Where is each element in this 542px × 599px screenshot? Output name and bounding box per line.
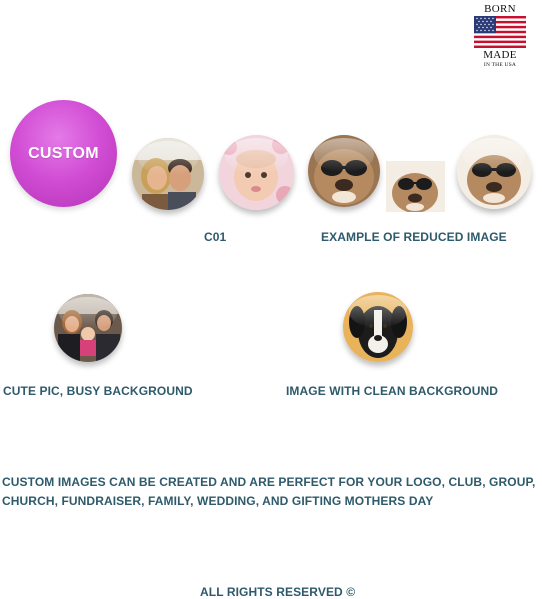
reduced-dog-image — [386, 161, 445, 212]
couple-photo-button — [132, 138, 204, 210]
reduced-dog-photo-button — [457, 135, 531, 209]
baby-photo-button — [219, 135, 294, 210]
family-photo-button — [54, 294, 122, 362]
caption-reduced-image: EXAMPLE OF REDUCED IMAGE — [321, 230, 507, 244]
caption-c01: C01 — [204, 230, 227, 244]
custom-button-sample: CUSTOM — [10, 100, 117, 207]
badge-born-text: BORN — [484, 3, 516, 15]
us-flag-icon — [474, 16, 526, 48]
caption-busy-background: CUTE PIC, BUSY BACKGROUND — [3, 384, 193, 398]
dog-sunglasses-photo-button — [308, 135, 380, 207]
description-line-1: CUSTOM IMAGES CAN BE CREATED AND ARE PER… — [2, 475, 536, 489]
description-line-2: CHURCH, FUNDRAISER, FAMILY, WEDDING, AND… — [2, 494, 434, 508]
badge-made-text: MADE — [483, 49, 517, 61]
caption-clean-background: IMAGE WITH CLEAN BACKGROUND — [286, 384, 499, 398]
all-rights-reserved: ALL RIGHTS RESERVED © — [200, 585, 356, 599]
dog-clean-background-button — [343, 292, 413, 362]
born-made-in-usa-badge: BORN MADE IN THE USA — [472, 3, 528, 69]
badge-in-the-usa-text: IN THE USA — [483, 62, 517, 68]
custom-label: CUSTOM — [28, 144, 99, 162]
